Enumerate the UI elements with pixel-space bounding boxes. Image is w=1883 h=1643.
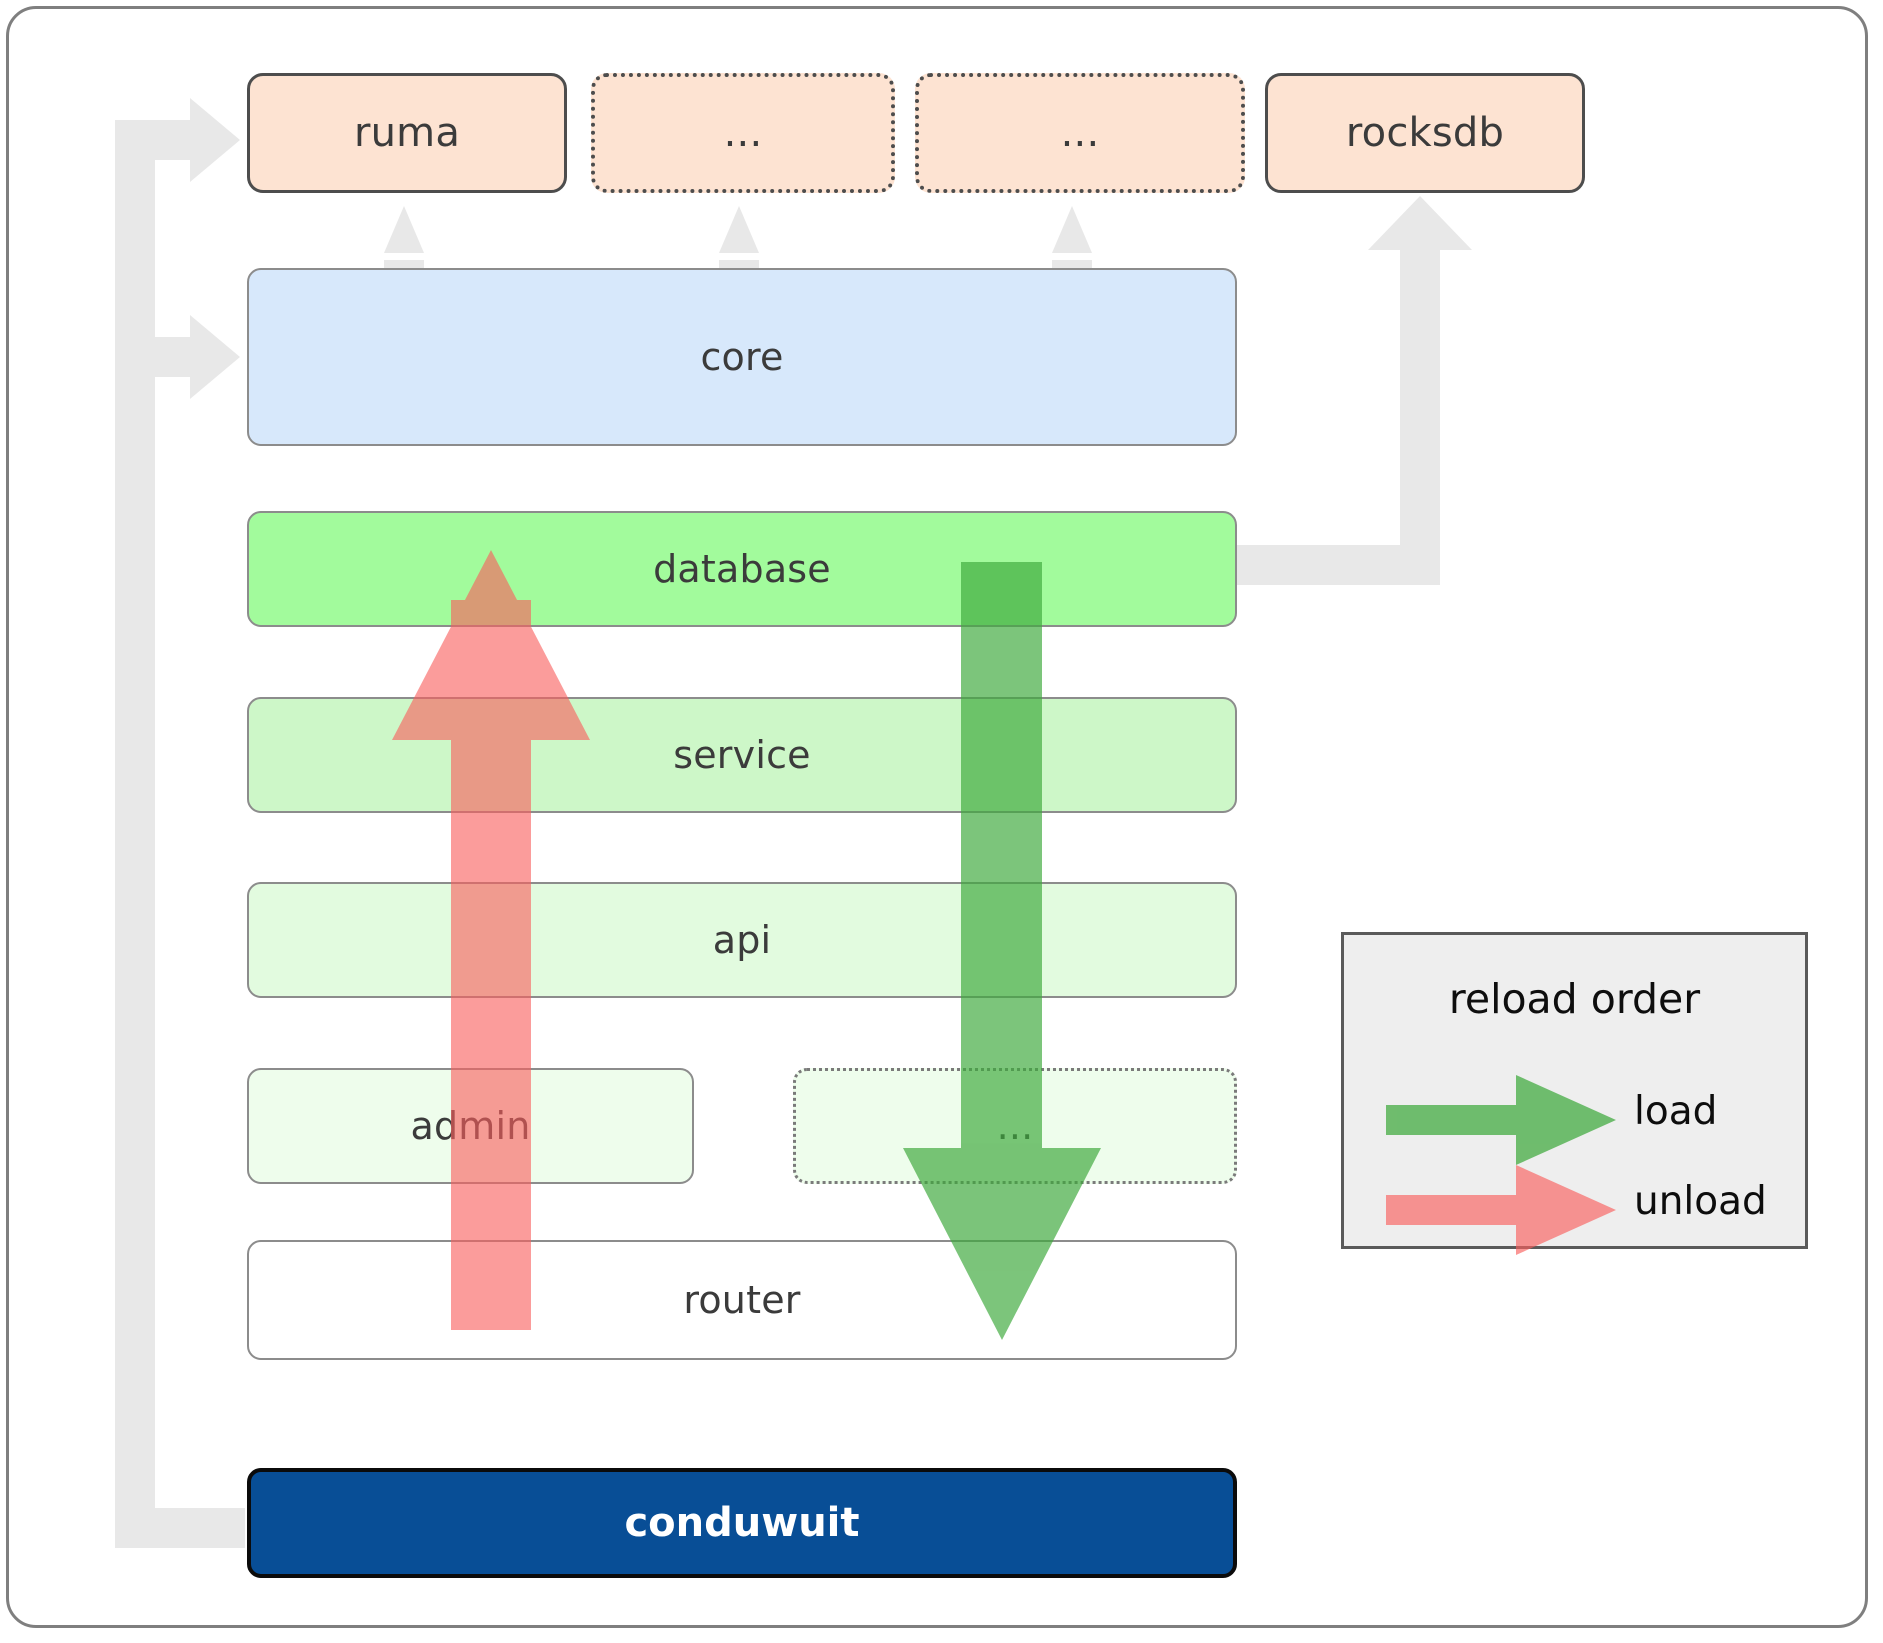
layer-box-core[interactable]: core — [247, 268, 1237, 446]
layer-box-router[interactable]: router — [247, 1240, 1237, 1360]
layer-label: core — [700, 335, 784, 379]
layer-box-api[interactable]: api — [247, 882, 1237, 998]
dependency-box-rocksdb[interactable]: rocksdb — [1265, 73, 1585, 193]
dependency-label: rocksdb — [1345, 110, 1505, 156]
layer-label: database — [653, 547, 831, 591]
diagram-frame — [6, 6, 1868, 1628]
dependency-label: ... — [723, 110, 763, 156]
root-box-conduwuit[interactable]: conduwuit — [247, 1468, 1237, 1578]
root-label: conduwuit — [624, 1500, 860, 1546]
legend-row-load: load — [1344, 1075, 1805, 1165]
layer-label: admin — [410, 1104, 531, 1148]
dependency-box-ellipsis-2[interactable]: ... — [915, 73, 1245, 193]
dependency-box-ruma[interactable]: ruma — [247, 73, 567, 193]
layer-label: api — [712, 918, 772, 962]
dependency-box-ellipsis-1[interactable]: ... — [591, 73, 895, 193]
unload-arrow-icon — [1386, 1165, 1616, 1255]
legend-title: reload order — [1448, 975, 1701, 1023]
layer-box-service[interactable]: service — [247, 697, 1237, 813]
layer-label: ... — [996, 1104, 1034, 1148]
load-arrow-icon — [1386, 1075, 1616, 1165]
layer-label: service — [673, 733, 811, 777]
legend-row-unload: unload — [1344, 1165, 1805, 1255]
dependency-label: ruma — [353, 110, 461, 156]
legend-label-unload: unload — [1634, 1179, 1767, 1224]
layer-box-database[interactable]: database — [247, 511, 1237, 627]
legend-panel: reload order load unload — [1341, 932, 1808, 1255]
layer-box-admin[interactable]: admin — [247, 1068, 694, 1184]
legend-label-load: load — [1634, 1089, 1718, 1134]
layer-label: router — [683, 1278, 801, 1322]
layer-box-ellipsis[interactable]: ... — [793, 1068, 1237, 1184]
dependency-label: ... — [1060, 110, 1100, 156]
